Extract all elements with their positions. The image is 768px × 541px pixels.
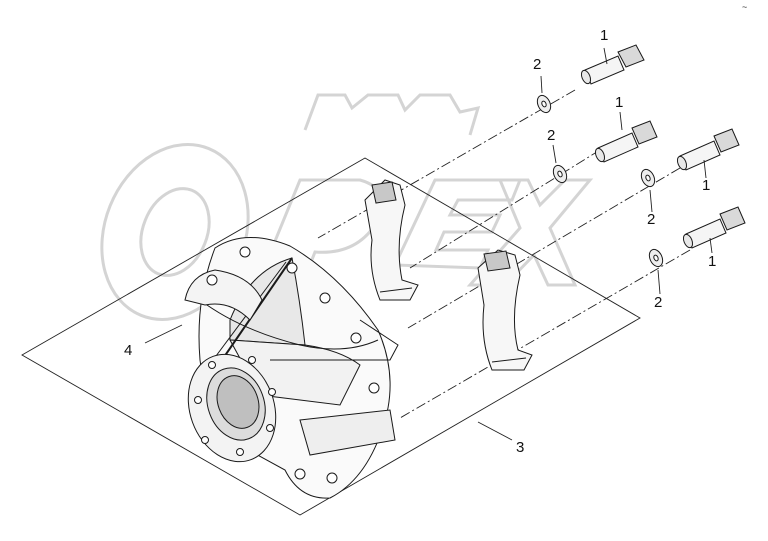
callout-bolt-fourth: 1 bbox=[708, 253, 717, 270]
corner-mark: ~ bbox=[742, 2, 748, 12]
callout-bolt-second: 1 bbox=[615, 94, 624, 111]
differential-housing bbox=[184, 237, 399, 499]
leader-lines bbox=[144, 47, 713, 441]
base-plane bbox=[21, 157, 641, 516]
assembly-axes bbox=[317, 89, 691, 419]
callout-housing: 4 bbox=[124, 342, 133, 359]
washers bbox=[536, 94, 664, 268]
callout-washer-top: 2 bbox=[533, 56, 542, 73]
bolt-1-second bbox=[594, 120, 658, 163]
callout-bolt-top: 1 bbox=[600, 27, 609, 44]
callout-bolt-third: 1 bbox=[702, 177, 711, 194]
callout-bearing-cap-set: 3 bbox=[516, 439, 525, 456]
callout-washer-fourth: 2 bbox=[654, 294, 663, 311]
bearing-cap-lower bbox=[477, 249, 533, 371]
bolt-1-third bbox=[676, 128, 740, 171]
bolt-1-top bbox=[580, 44, 645, 85]
bearing-cap-upper bbox=[364, 179, 419, 301]
callout-washer-third: 2 bbox=[647, 211, 656, 228]
bolt-1-fourth bbox=[682, 206, 746, 249]
callout-washer-second: 2 bbox=[547, 127, 556, 144]
